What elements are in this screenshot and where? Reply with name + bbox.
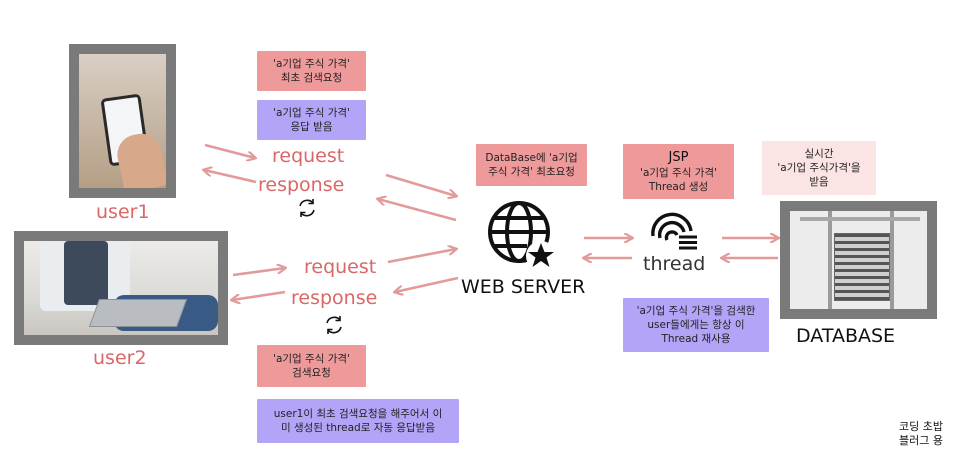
note-auto-response: user1이 최초 검색요청을 해주어서 이 미 생성된 thread로 자동 … xyxy=(257,399,459,443)
server-rack-right-pole xyxy=(890,211,894,309)
user1-photo xyxy=(79,54,166,188)
thread-fingerprint-icon xyxy=(651,212,697,250)
footer-credit: 코딩 초밥 블러그 용 xyxy=(899,420,943,448)
globe-star-icon xyxy=(488,201,556,270)
arrow-from-server-bottom xyxy=(395,276,459,292)
laptop-keyboard xyxy=(88,299,188,327)
arrow-from-server-top xyxy=(378,199,457,222)
note-jsp-title: JSP xyxy=(668,149,689,165)
footer-line-1: 코딩 초밥 xyxy=(899,420,943,433)
arrow-user1-request xyxy=(204,143,255,158)
thread-label: thread xyxy=(643,253,706,275)
user1-label: user1 xyxy=(96,201,150,223)
note-jsp: JSP 'a기업 주식 가격' Thread 생성 xyxy=(623,144,734,199)
note-search-request: 'a기업 주식 가격' 검색요청 xyxy=(257,345,366,387)
refresh-icon xyxy=(299,199,315,217)
note-first-search: 'a기업 주식 가격' 최초 검색요청 xyxy=(257,51,366,91)
arrow-user2-response xyxy=(232,290,286,300)
note-response-received: 'a기업 주식 가격' 응답 받음 xyxy=(257,100,366,140)
server-rack-top-bar xyxy=(800,217,920,221)
arrow-to-server-top xyxy=(385,173,456,196)
arrow-user1-response xyxy=(204,170,257,184)
user2-photo-frame xyxy=(14,231,228,345)
server-rack-left-pole xyxy=(828,211,832,309)
footer-line-2: 블러그 용 xyxy=(899,434,943,447)
user2-label: user2 xyxy=(93,347,147,369)
refresh-icon xyxy=(326,316,342,334)
note-thread-reuse: 'a기업 주식 가격'을 검색한 user들에게는 항상 이 Thread 재사… xyxy=(623,298,769,352)
database-photo-frame xyxy=(780,201,937,319)
request-label-bottom: request xyxy=(304,256,377,278)
person-vest xyxy=(64,241,108,305)
response-label-top: response xyxy=(258,174,345,196)
user2-photo xyxy=(24,241,218,335)
arrow-user2-request xyxy=(232,268,285,277)
web-server-label: WEB SERVER xyxy=(461,276,586,298)
note-realtime: 실시간 'a기업 주식가격'을 받음 xyxy=(762,141,876,195)
server-rack-units xyxy=(834,233,890,301)
note-db-first-request: DataBase에 'a기업 주식 가격' 최초요청 xyxy=(476,144,587,186)
note-jsp-body: 'a기업 주식 가격' Thread 생성 xyxy=(640,166,717,193)
database-photo xyxy=(790,211,927,309)
request-label-top: request xyxy=(272,145,345,167)
database-label: DATABASE xyxy=(796,325,896,347)
user1-photo-frame xyxy=(69,44,176,198)
response-label-bottom: response xyxy=(291,287,378,309)
arrow-to-server-bottom xyxy=(387,249,456,264)
